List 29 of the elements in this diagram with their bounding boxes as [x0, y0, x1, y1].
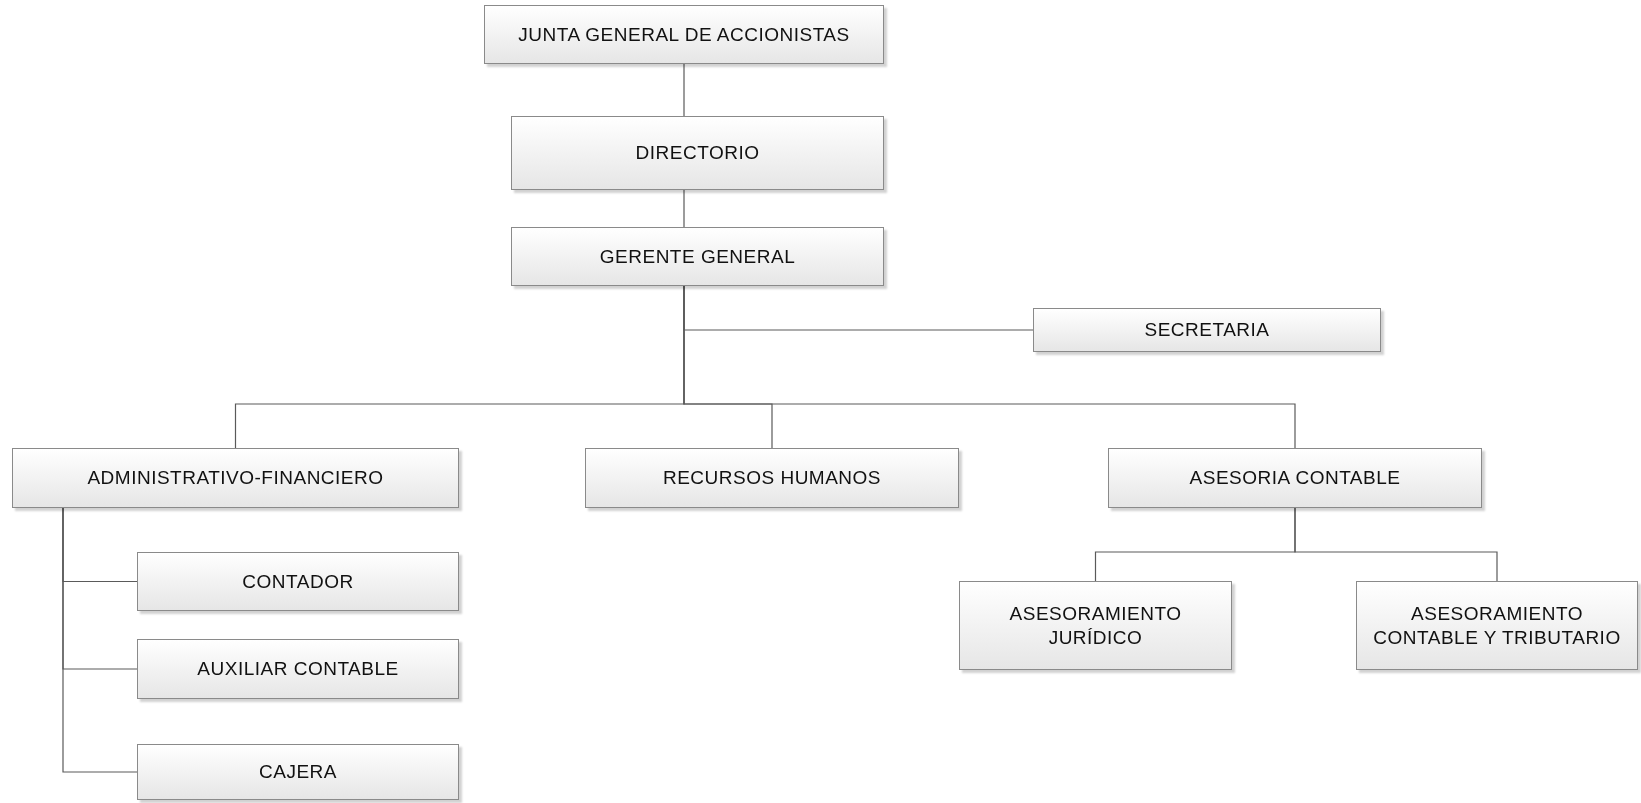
org-box — [1108, 448, 1482, 508]
box-title: DIRECTORIO — [635, 141, 760, 165]
org-box — [1033, 308, 1381, 352]
box-title: ASESORAMIENTO CONTABLE Y TRIBUTARIO — [1372, 601, 1622, 650]
box-title: SECRETARIA — [1144, 318, 1270, 342]
org-box — [137, 552, 459, 611]
connector-line — [683, 285, 1296, 449]
box-title: CONTADOR — [242, 569, 354, 594]
box-title: JUNTA GENERAL DE ACCIONISTAS — [518, 22, 850, 47]
connector-line — [683, 63, 685, 117]
org-box — [585, 448, 959, 508]
connector-line — [62, 507, 138, 773]
box-title: AUXILIAR CONTABLE — [197, 657, 399, 681]
org-box — [484, 5, 884, 64]
box-title: GERENTE GENERAL — [599, 244, 796, 269]
box-title: RECURSOS HUMANOS — [662, 466, 882, 490]
connector-line — [683, 189, 685, 228]
box-title: ASESORAMIENTO JURÍDICO — [1008, 601, 1183, 650]
org-box — [511, 227, 884, 286]
box-title: ADMINISTRATIVO-FINANCIERO — [87, 466, 384, 490]
box-title: CAJERA — [259, 760, 337, 784]
org-box — [1356, 581, 1638, 670]
org-box — [137, 639, 459, 699]
org-box — [12, 448, 459, 508]
box-title: ASESORIA CONTABLE — [1189, 466, 1401, 490]
org-box — [137, 744, 459, 800]
org-box — [511, 116, 884, 190]
org-box — [959, 581, 1232, 670]
connector-line — [1294, 507, 1498, 582]
